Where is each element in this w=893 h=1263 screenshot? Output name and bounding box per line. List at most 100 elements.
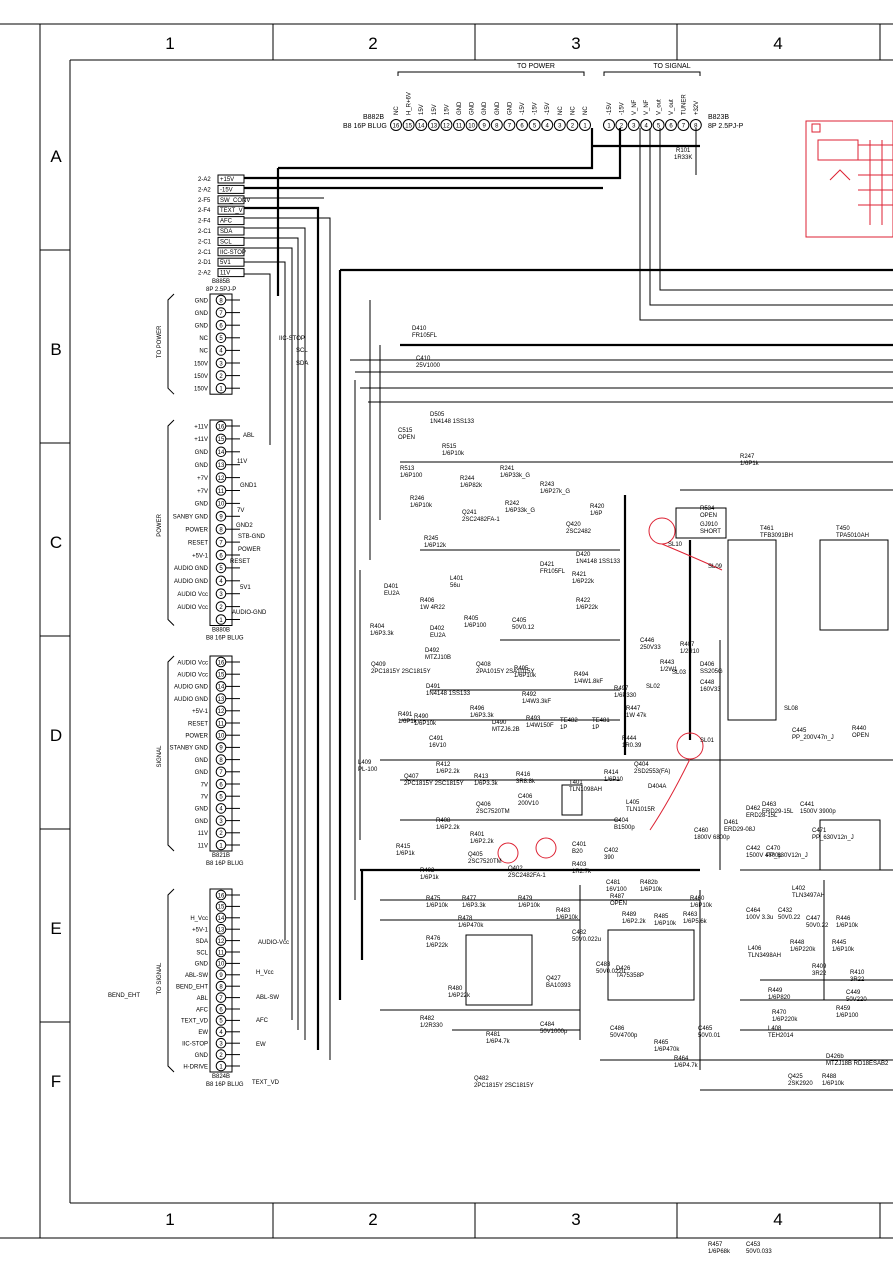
component-ref: Q402 (508, 866, 523, 872)
b882b-pin-number: 9 (483, 124, 487, 130)
b882b-pin (553, 119, 566, 131)
connector-pin-signal: SCL (196, 950, 208, 956)
connector-pin (215, 827, 227, 839)
connector-pin (215, 319, 227, 331)
component-value: 1/6P33k_G (500, 473, 530, 479)
connector-side-label: POWER (157, 513, 163, 536)
component-ref: R489 (622, 912, 637, 918)
component-ref: C442 (746, 846, 761, 852)
r101-ref: R101 (676, 148, 691, 154)
connector-pin-signal: STANBY GND (170, 746, 209, 752)
component-ref: R495 (514, 666, 529, 672)
b823b-pin (652, 119, 665, 131)
bus-sheet-ref: 2-F4 (198, 219, 211, 225)
component-value: 1/4W150F (526, 723, 554, 729)
component-value: 200V10 (518, 801, 539, 807)
component-ref: C446 (640, 638, 655, 644)
net-label: TEXT_VD (252, 1080, 280, 1086)
component-ref: D463 (762, 802, 777, 808)
bus-signal-name: SW_CONV (220, 198, 250, 204)
component-ref: C447 (806, 916, 821, 922)
component-ref: R413 (474, 774, 489, 780)
component-ref: R416 (516, 772, 531, 778)
component-value: 25V1000 (416, 363, 441, 369)
connector-pin-number: 9 (219, 515, 223, 521)
bus-signal-name: IIC-STOP (220, 250, 246, 256)
b823b-pin-number: 3 (632, 124, 636, 130)
net-label: GND2 (236, 523, 253, 529)
connector-pin-number: 15 (218, 905, 225, 911)
connector-pin-number: 4 (219, 1030, 223, 1036)
component-value: 1/6P10k (442, 451, 465, 457)
component-ref: Q406 (476, 802, 491, 808)
component-value: 1/6P10k (640, 887, 663, 893)
connector-pin (215, 601, 227, 612)
net-label: RESET (230, 559, 250, 565)
bus-signal-flag (217, 236, 245, 246)
connector-pin-signal: AUDIO Vcc (177, 660, 208, 666)
component-ref: C515 (398, 428, 413, 434)
component-value: 3R8.8k (516, 779, 536, 785)
connector-pin-number: 5 (219, 795, 223, 801)
component-value: PP_200V47n_J (792, 735, 834, 741)
b882b-pin-number: 4 (546, 124, 550, 130)
connector-pin (215, 446, 227, 458)
component-ref: Q408 (476, 662, 491, 668)
component-ref: D420 (576, 552, 591, 558)
component-value: 16V10 (429, 743, 447, 749)
component-value: 1R0.39 (622, 743, 642, 749)
component-ref: D491 (426, 684, 441, 690)
column-marker: 4 (773, 34, 782, 53)
component-ref: R446 (836, 916, 851, 922)
net-label: IIC-STOP (279, 336, 305, 342)
connector-pin (215, 523, 227, 535)
connector-pin-number: 14 (218, 450, 225, 456)
connector-name: B880B (212, 628, 230, 634)
connector-pin-signal: 150V (194, 361, 208, 367)
component-ref: C470 (766, 846, 781, 852)
b882b-pin-signal: 15V (444, 104, 450, 115)
connector-pin (215, 693, 227, 704)
component-ref: R476 (426, 936, 441, 942)
connector-pin (215, 536, 227, 548)
connector-pin-signal: 11V (198, 843, 208, 849)
connector-pin-number: 4 (219, 807, 223, 813)
component-sl08: SL08 (784, 706, 799, 712)
component-ref: R403 (572, 862, 587, 868)
column-marker: 3 (571, 1210, 580, 1229)
component-value: 2SC2482 (566, 529, 592, 535)
b882b-name: B882B (363, 114, 384, 121)
connector-pin-signal: +5V-1 (192, 709, 209, 715)
net-label: AFC (256, 1018, 269, 1024)
b823b-pin-signal: V_out (657, 99, 663, 115)
b882b-pin-number: 12 (443, 124, 450, 130)
connector-side-label: TO POWER (157, 325, 163, 358)
red-annotations (497, 120, 893, 864)
connector-body (209, 888, 233, 1073)
component-value: 1/6P27k_G (540, 489, 570, 495)
connector-pin (215, 472, 227, 483)
component-ref: C401 (572, 842, 587, 848)
component-value: 16V100 (606, 887, 627, 893)
r101-value: 1R33K (674, 155, 692, 161)
component-ref: R242 (505, 501, 520, 507)
connector-pin-signal: GND (195, 758, 209, 764)
component-value: 1P (592, 725, 599, 731)
